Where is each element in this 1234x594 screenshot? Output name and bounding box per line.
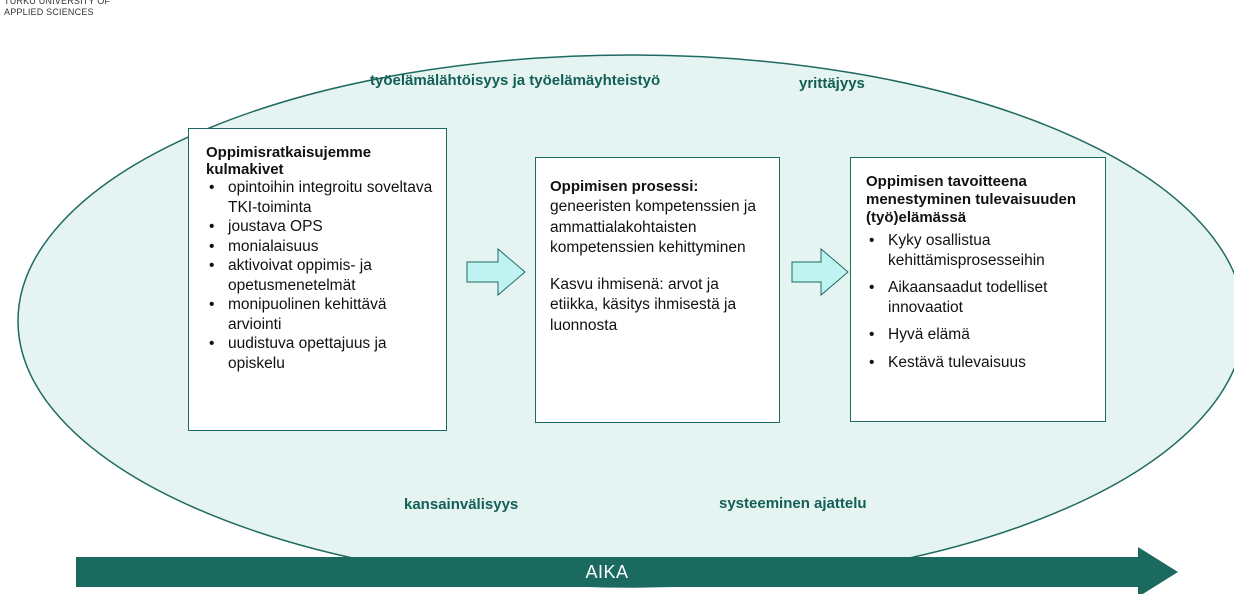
list-item: aktivoivat oppimis- ja opetusmenetelmät (206, 256, 438, 295)
process-growth-text: Kasvu ihmisenä: arvot ja etiikka, käsity… (550, 275, 737, 334)
list-item: Kestävä tulevaisuus (866, 353, 1101, 373)
theme-internationality: kansainvälisyys (404, 496, 519, 513)
organization-logo-text: TURKU UNIVERSITY OF APPLIED SCIENCES (4, 0, 111, 17)
list-item: uudistuva opettajuus ja opiskelu (206, 334, 438, 373)
theme-systems-thinking: systeeminen ajattelu (719, 495, 867, 512)
theme-entrepreneurship: yrittäjyys (799, 75, 865, 92)
goal-list: Kyky osallistua kehittämisprosesseihin A… (866, 231, 1101, 372)
timeline-arrow (76, 547, 1178, 594)
list-item: opintoihin integroitu soveltava TKI-toim… (206, 178, 438, 217)
list-item: Hyvä elämä (866, 325, 1101, 345)
list-item: joustava OPS (206, 217, 438, 237)
goal-title: Oppimisen tavoitteena menestyminen tulev… (866, 173, 1077, 226)
theme-worklife: työelämälähtöisyys ja työelämäyhteistyö (370, 72, 661, 89)
arrow-right-icon (466, 247, 526, 297)
arrow-right-icon (791, 247, 849, 297)
list-item: Kyky osallistua kehittämisprosesseihin (866, 231, 1101, 270)
process-description: geneeristen kompetenssien ja ammattialak… (550, 198, 756, 256)
timeline-label: AIKA (585, 562, 629, 582)
list-item: monialaisuus (206, 237, 438, 257)
cornerstones-box: Oppimisratkaisujemme kulmakivet opintoih… (188, 128, 447, 431)
learning-goal-box: Oppimisen tavoitteena menestyminen tulev… (850, 157, 1106, 422)
learning-process-box: Oppimisen prosessi: geneeristen kompeten… (535, 157, 780, 423)
cornerstones-list: opintoihin integroitu soveltava TKI-toim… (206, 178, 438, 373)
process-title: Oppimisen prosessi: (550, 178, 699, 195)
list-item: monipuolinen kehittävä arviointi (206, 295, 438, 334)
list-item: Aikaansaadut todelliset innovaatiot (866, 278, 1101, 317)
cornerstones-title: Oppimisratkaisujemme kulmakivet (206, 144, 372, 178)
